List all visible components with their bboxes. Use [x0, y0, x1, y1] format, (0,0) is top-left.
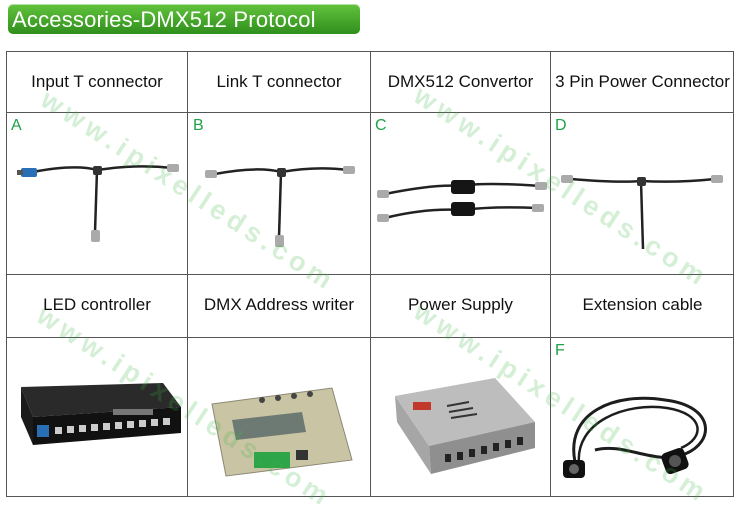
header-dmx-address-writer: DMX Address writer: [203, 295, 355, 314]
extension-cable-image: [563, 396, 707, 478]
header-link-t-connector: Link T connector: [216, 72, 342, 91]
header-3pin-power-connector: 3 Pin Power Connector: [555, 72, 730, 91]
item-letter-c: C: [375, 117, 387, 134]
row-divider: [7, 274, 733, 275]
item-letter-b: B: [193, 117, 204, 134]
row-divider: [7, 112, 733, 113]
header-dmx512-convertor: DMX512 Convertor: [387, 72, 534, 91]
title-banner: Accessories-DMX512 Protocol: [8, 4, 360, 34]
page-title: Accessories-DMX512 Protocol: [12, 7, 316, 32]
dmx-address-writer-image: [211, 387, 353, 477]
row-divider: [7, 337, 733, 338]
header-led-controller: LED controller: [43, 295, 151, 314]
3pin-power-connector-image: [561, 175, 723, 250]
item-letter-f: F: [555, 342, 565, 359]
header-extension-cable: Extension cable: [582, 295, 703, 314]
product-table: Input T connector Link T connector DMX51…: [6, 51, 734, 497]
power-supply-image: [395, 378, 535, 474]
header-input-t-connector: Input T connector: [31, 72, 163, 91]
dmx512-convertor-image: [377, 180, 547, 222]
link-t-connector-image: [205, 166, 355, 247]
input-t-connector-image: [17, 164, 179, 242]
item-letter-d: D: [555, 117, 567, 134]
led-controller-image: [21, 383, 181, 445]
header-power-supply: Power Supply: [408, 295, 513, 314]
item-letter-a: A: [11, 117, 22, 134]
